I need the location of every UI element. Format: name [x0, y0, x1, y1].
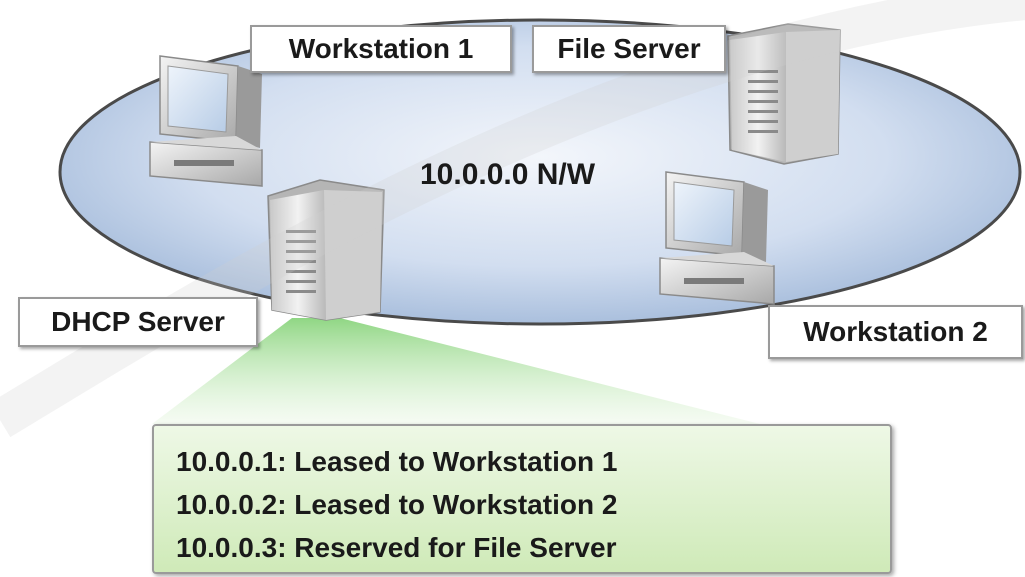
- file-server-icon: [727, 23, 841, 165]
- workstation-2-icon: [659, 171, 775, 305]
- network-label: 10.0.0.0 N/W: [420, 158, 596, 191]
- lease-entry: 10.0.0.2: Leased to Workstation 2: [176, 489, 618, 520]
- dhcp-server-icon: [267, 179, 385, 321]
- lease-connector-beam: [152, 318, 760, 424]
- lease-entry: 10.0.0.3: Reserved for File Server: [176, 532, 617, 563]
- lease-entry: 10.0.0.1: Leased to Workstation 1: [176, 446, 618, 477]
- workstation-1-label: Workstation 1: [250, 25, 512, 73]
- workstation-2-label: Workstation 2: [768, 305, 1023, 359]
- file-server-label: File Server: [532, 25, 726, 73]
- dhcp-server-label: DHCP Server: [18, 297, 258, 347]
- lease-table: 10.0.0.1: Leased to Workstation 1 10.0.0…: [152, 424, 892, 574]
- workstation-1-icon: [149, 55, 263, 187]
